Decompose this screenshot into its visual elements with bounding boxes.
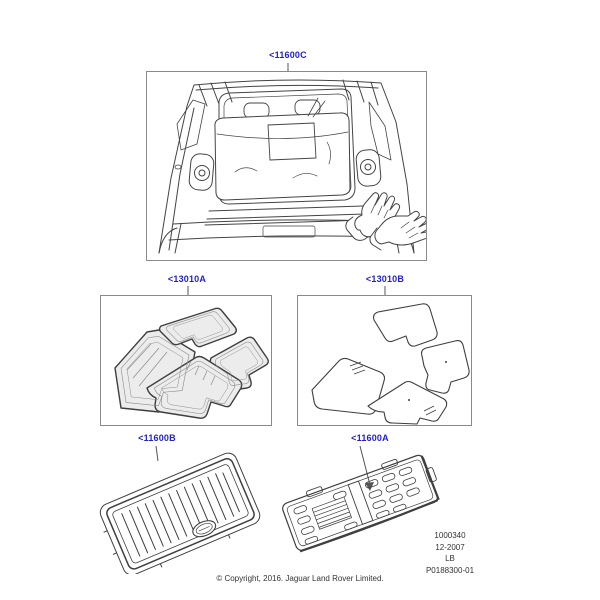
vehicle-rear-loadspace-protector-illustration	[158, 79, 426, 254]
sheet-number: 1000340	[434, 531, 466, 540]
carpet-floor-mat-set-illustration	[311, 303, 470, 425]
brand-badge-icon	[192, 520, 217, 538]
part-label-13010A[interactable]: <13010A	[167, 274, 207, 284]
panel-rubber-mats	[100, 295, 272, 426]
loadspace-mat-container	[273, 453, 445, 553]
sheet-part-ref: P0188300-01	[425, 565, 475, 575]
loadspace-tray-container	[95, 452, 265, 574]
gloves-icon	[345, 192, 426, 251]
panel-carpet-mats	[297, 295, 472, 426]
part-label-11600B[interactable]: <11600B	[138, 433, 176, 443]
part-label-11600A[interactable]: <11600A	[351, 433, 389, 443]
loadspace-mat-illustration	[282, 454, 440, 553]
sheet-info-block: 1000340 12-2007 LB P0188300-01	[403, 530, 497, 576]
loadspace-rubber-tray-illustration	[99, 452, 261, 574]
part-label-13010B[interactable]: <13010B	[365, 274, 405, 284]
rubber-floor-mat-set-illustration	[114, 307, 269, 419]
sheet-date: 12-2007	[435, 542, 465, 552]
panel-vehicle	[146, 71, 427, 261]
sheet-code: LB	[445, 554, 455, 563]
copyright-text: © Copyright, 2016. Jaguar Land Rover Lim…	[216, 574, 384, 583]
part-label-11600C[interactable]: <11600C	[269, 50, 307, 60]
